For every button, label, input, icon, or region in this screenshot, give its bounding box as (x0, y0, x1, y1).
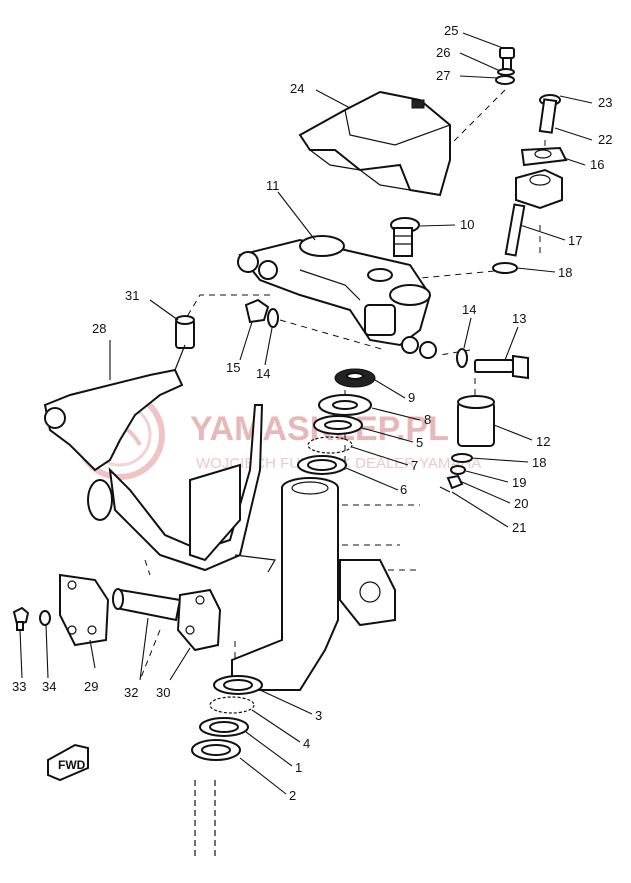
callout-33: 33 (12, 679, 26, 694)
washer-8 (318, 394, 372, 416)
callout-28: 28 (92, 321, 106, 336)
washer-18-top (492, 262, 518, 274)
nut-15 (244, 298, 270, 324)
callout-1: 1 (295, 760, 302, 775)
callout-22: 22 (598, 132, 612, 147)
callout-29: 29 (84, 679, 98, 694)
fwd-arrow-mark: FWD (47, 743, 89, 782)
washer-27 (495, 75, 515, 85)
washer-26 (497, 68, 515, 76)
callout-11: 11 (266, 178, 280, 193)
callout-17: 17 (568, 233, 582, 248)
callout-13: 13 (512, 311, 526, 326)
callout-10: 10 (460, 217, 474, 232)
bushing-31 (175, 315, 195, 349)
callout-2: 2 (289, 788, 296, 803)
callout-34: 34 (42, 679, 56, 694)
callout-31: 31 (125, 288, 139, 303)
race-5 (313, 415, 363, 435)
callout-32: 32 (124, 685, 138, 700)
screw-22-23 (538, 94, 561, 134)
bolt-13 (474, 354, 529, 380)
cover-24 (298, 90, 451, 197)
ball-bearing-4 (209, 696, 255, 714)
callout-24: 24 (290, 81, 304, 96)
race-6 (297, 455, 347, 475)
bracket-11 (237, 235, 437, 359)
fwd-label: FWD (58, 758, 86, 772)
callout-numbers: 25 26 27 24 23 22 16 17 18 10 11 31 15 1… (12, 23, 612, 803)
bracket-29 (59, 573, 110, 647)
collar-12 (457, 395, 495, 447)
callout-3: 3 (315, 708, 322, 723)
callout-12: 12 (536, 434, 550, 449)
screw-22 (538, 98, 558, 134)
callout-4: 4 (303, 736, 310, 751)
race-3 (213, 675, 263, 695)
callout-26: 26 (436, 45, 450, 60)
clamp-16 (520, 146, 568, 167)
bolt-25-group (495, 47, 515, 85)
callout-8: 8 (424, 412, 431, 427)
callout-20: 20 (514, 496, 528, 511)
callout-6: 6 (400, 482, 407, 497)
washer-14-left (267, 308, 279, 328)
collar-32 (112, 588, 182, 622)
callout-7: 7 (411, 458, 418, 473)
washer-14-right (456, 348, 468, 368)
nut-20 (446, 474, 464, 490)
callout-14-right: 14 (462, 302, 476, 317)
callout-19: 19 (512, 475, 526, 490)
steering-stem (194, 477, 396, 860)
bolt-33 (12, 606, 30, 631)
stay-28 (43, 344, 276, 573)
ball-bearing-7 (307, 436, 353, 454)
holder-17 (504, 168, 563, 257)
washer-18-lower (451, 453, 473, 463)
race-1 (199, 717, 249, 737)
seal-2 (191, 739, 241, 761)
callout-23: 23 (598, 95, 612, 110)
callout-21: 21 (512, 520, 526, 535)
callout-5: 5 (416, 435, 423, 450)
callout-9: 9 (408, 390, 415, 405)
washer-19 (450, 465, 466, 475)
steering-nut-9 (334, 368, 376, 388)
pin-21 (439, 486, 451, 493)
bracket-30 (176, 588, 222, 652)
callout-18-top: 18 (558, 265, 572, 280)
callout-15: 15 (226, 360, 240, 375)
bolt-25-head (499, 47, 515, 59)
callout-16: 16 (590, 157, 604, 172)
callout-25: 25 (444, 23, 458, 38)
leader-lines (19, 32, 593, 795)
callout-27: 27 (436, 68, 450, 83)
callout-30: 30 (156, 685, 170, 700)
callout-18-lower: 18 (532, 455, 546, 470)
bolt-10 (390, 217, 420, 257)
callout-14-left: 14 (256, 366, 270, 381)
washer-34 (39, 610, 51, 626)
